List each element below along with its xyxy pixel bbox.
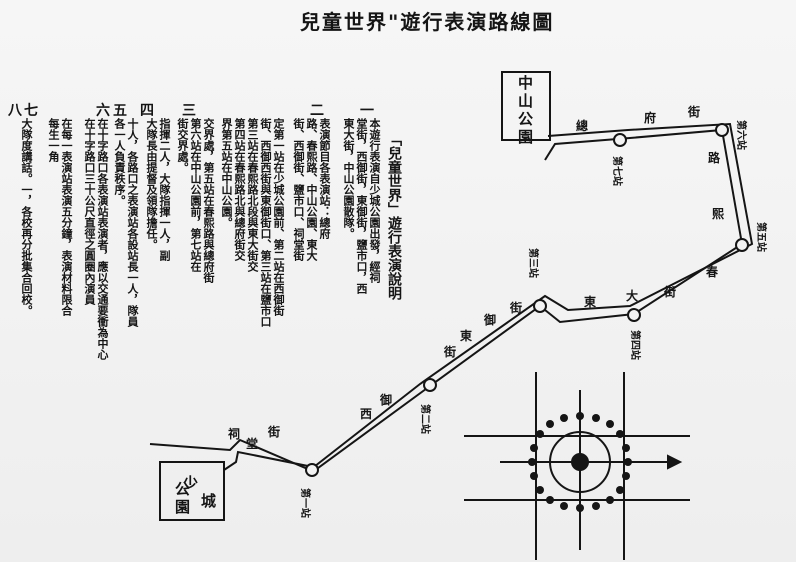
street-zong-fu-1: 總 — [576, 118, 588, 133]
item-number-8: 八 — [8, 103, 22, 119]
text-column: 第六站在中山公園前，第七站在 — [189, 118, 202, 272]
street-ci-tang-2: 堂 — [246, 436, 258, 451]
station-7-marker — [613, 133, 627, 147]
text-column: 街交界處。 — [176, 118, 189, 173]
station-markers — [305, 123, 749, 477]
item-number-7: 七 — [24, 103, 38, 119]
street-zong-fu-3: 街 — [687, 104, 700, 119]
text-column: 各一人負責秩序。 — [113, 118, 126, 206]
station-5-label: 第五站 — [755, 222, 768, 252]
text-column: 十人，各路口之表演站各設站長一人，隊員 — [126, 118, 139, 327]
street-dong-yu-2: 御 — [483, 312, 496, 327]
station-2-marker — [423, 378, 437, 392]
street-xi-yu-1: 西 — [360, 407, 372, 421]
text-column: 每生一角 — [47, 118, 60, 162]
street-dong-yu-3: 街 — [509, 300, 522, 315]
text-column: 在十字路口三十公尺直徑之圓圈內演員 — [83, 118, 96, 305]
intersection-diagram — [464, 372, 690, 560]
street-chun-xi-1: 春 — [705, 264, 719, 279]
item-number-6: 六 — [96, 103, 110, 119]
station-2-label: 第二站 — [419, 404, 432, 434]
page-title: 兒童世界"遊行表演路線圖 — [300, 10, 555, 34]
dancer-ring — [528, 412, 632, 512]
zhongshan-park-label-1: 中 — [518, 74, 533, 92]
street-ci-tang-3: 街 — [267, 424, 280, 439]
text-column: 指揮二人，大隊指揮一人，副 — [158, 118, 171, 261]
street-zong-fu-2: 府 — [644, 110, 656, 125]
text-column: 在每一表演站表演五分鐘，表演材料限合 — [60, 118, 73, 316]
item-number-1: 一 — [360, 103, 374, 119]
shaocheng-park-label-3: 公 — [175, 480, 190, 498]
text-column: 本遊行表演自少城公園出發，經祠 — [368, 118, 381, 283]
station-3-label: 第三站 — [527, 248, 540, 278]
text-column: 街、西御街、鹽市口、祠堂街 — [292, 118, 305, 261]
item-number-2: 二 — [310, 103, 324, 119]
station-3-marker — [533, 299, 547, 313]
zhongshan-park-label-3: 公 — [518, 110, 533, 128]
shaocheng-park-label-4: 園 — [175, 498, 190, 516]
station-6-marker — [715, 123, 729, 137]
street-dong-da-2: 大 — [626, 288, 638, 303]
explanation-heading: 「兒童世界」遊行表演說明 — [386, 132, 402, 300]
text-column: 交界處，第五站在春熙路與總府街 — [202, 118, 215, 283]
street-chun-xi-3: 路 — [708, 150, 721, 165]
station-4-label: 第四站 — [629, 330, 642, 360]
route-line — [149, 122, 754, 472]
text-column: 第四站在春熙路北與總府街交 — [233, 118, 246, 261]
street-xi-yu-3: 街 — [443, 344, 456, 359]
text-column: 大隊度講話。一，各校再分批集合回校。 — [20, 118, 33, 316]
text-column: 定第一站在少城公園前、第二站在西御街 — [272, 118, 285, 316]
text-column: 東大街，中山公園散隊。 — [342, 118, 355, 239]
item-number-5: 五 — [113, 103, 127, 119]
text-column: 在十字路口各表演站表演者，應以交通要衝為中心 — [96, 118, 109, 360]
street-ci-tang-1: 祠 — [228, 426, 240, 441]
station-5-marker — [735, 238, 749, 252]
zhongshan-park-label-2: 山 — [518, 92, 533, 110]
shaocheng-park-label-2: 城 — [201, 492, 216, 510]
text-column: 堂街，西御街，東御街，鹽市口，西 — [355, 118, 368, 294]
text-column: 界第五站在中山公園。 — [220, 118, 233, 228]
station-6-label: 第六站 — [735, 120, 748, 150]
station-1-marker — [305, 463, 319, 477]
street-dong-da-1: 東 — [584, 294, 596, 309]
item-number-4: 四 — [140, 103, 154, 119]
street-xi-yu-2: 御 — [379, 392, 392, 407]
street-dong-da-3: 街 — [663, 284, 676, 299]
zhongshan-park-box — [501, 71, 551, 141]
shaocheng-park-box — [159, 461, 225, 521]
station-7-label: 第七站 — [611, 156, 624, 186]
station-1-label: 第一站 — [299, 488, 312, 518]
text-column: 表演節目各表演站：總府 — [318, 118, 331, 239]
street-dong-yu-1: 東 — [460, 328, 472, 343]
text-column: 第三站在春熙路北段與東大街交 — [246, 118, 259, 272]
zhongshan-park-label-4: 園 — [518, 128, 533, 146]
street-chun-xi-2: 熙 — [712, 207, 724, 221]
item-number-3: 三 — [182, 103, 196, 119]
station-4-marker — [627, 308, 641, 322]
text-column: 街、西御西街與東御街口、第三站在鹽市口 — [259, 118, 272, 327]
shaocheng-park-label-1: 少 — [182, 474, 198, 492]
text-column: 路、春熙路、中山公園、東大 — [305, 118, 318, 261]
text-column: 大隊長由提督及領隊擔任。 — [145, 118, 158, 250]
